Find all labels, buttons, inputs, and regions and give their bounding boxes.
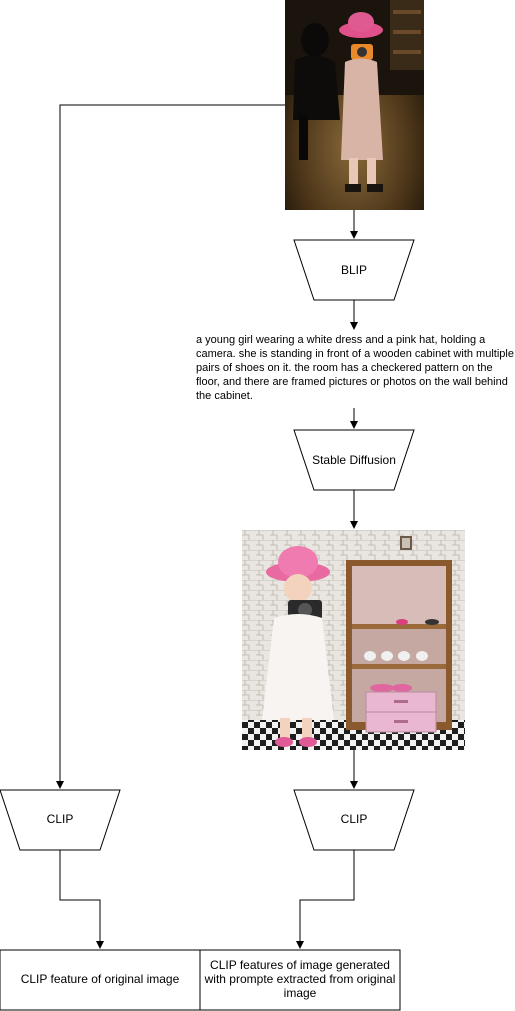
blip-caption: a young girl wearing a white dress and a… xyxy=(196,334,514,402)
output-right-label: CLIP features of image generated with pr… xyxy=(204,958,396,1000)
generated-photo-art xyxy=(242,530,465,750)
generated-photo xyxy=(242,530,465,750)
blip-shape xyxy=(293,239,415,301)
clip-right-shape xyxy=(293,789,415,851)
stable-diffusion-shape xyxy=(293,429,415,491)
output-left-box xyxy=(0,949,201,1011)
arrow-clip-right-to-output xyxy=(296,850,355,949)
blip-label: BLIP xyxy=(340,263,367,277)
stable-diffusion-label: Stable Diffusion xyxy=(312,453,396,467)
output-left-label: CLIP feature of original image xyxy=(20,972,180,986)
clip-right-label: CLIP xyxy=(340,812,368,826)
arrow-image-to-clip-left xyxy=(56,104,285,789)
clip-left-label: CLIP xyxy=(46,812,74,826)
clip-left-shape xyxy=(0,789,121,851)
arrow-clip-left-to-output xyxy=(59,850,104,949)
original-photo-art xyxy=(285,0,424,210)
output-right-box xyxy=(199,949,401,1011)
original-photo xyxy=(285,0,424,210)
